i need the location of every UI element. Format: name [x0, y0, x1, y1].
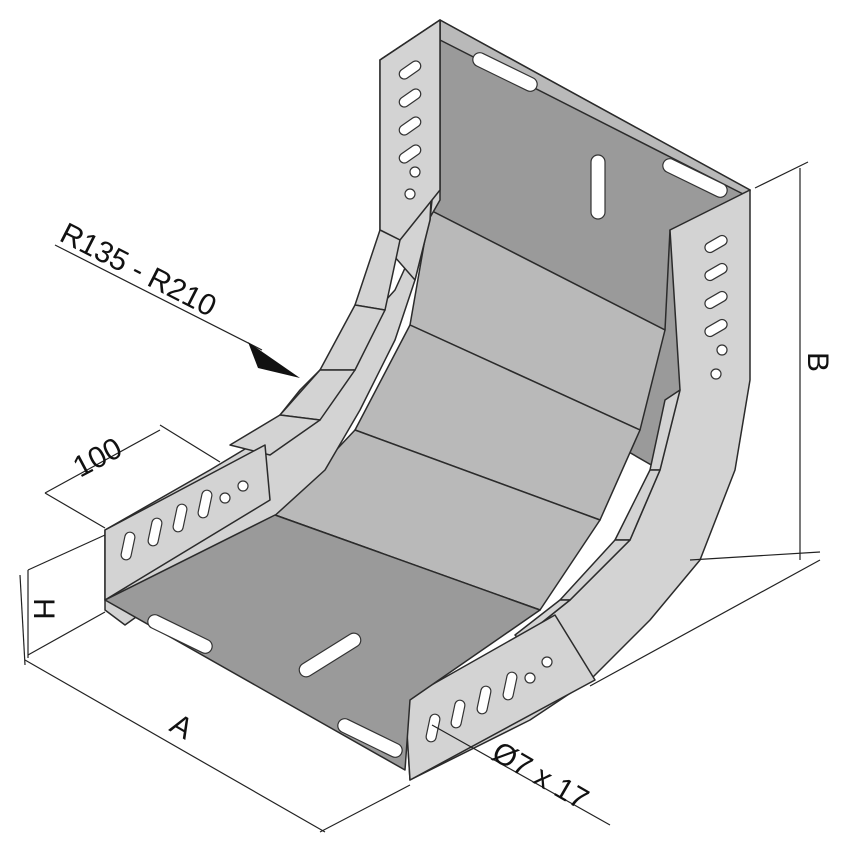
- radius-leader: [54, 244, 300, 378]
- dimension-b: [689, 161, 821, 561]
- upper-wall-holes: [398, 60, 422, 200]
- dimension-100: [44, 424, 221, 529]
- floor-slots: [147, 52, 728, 758]
- radius-label: R135 - R210: [55, 217, 222, 324]
- dimension-h: [27, 534, 106, 658]
- hole-leader: [431, 724, 611, 826]
- right-lower-wall-holes: [425, 656, 553, 743]
- lower-floor: [104, 514, 541, 771]
- dimension-b-label: B: [801, 352, 834, 372]
- hole-size-label: Ø7 x 17: [487, 735, 594, 816]
- right-upper-wall-holes: [704, 234, 728, 380]
- left-lower-wall-holes: [120, 480, 249, 561]
- arrow-head-icon: [248, 342, 300, 378]
- dimension-a: [19, 559, 821, 833]
- dimension-a-label: A: [165, 707, 199, 746]
- height-label: H: [27, 598, 60, 620]
